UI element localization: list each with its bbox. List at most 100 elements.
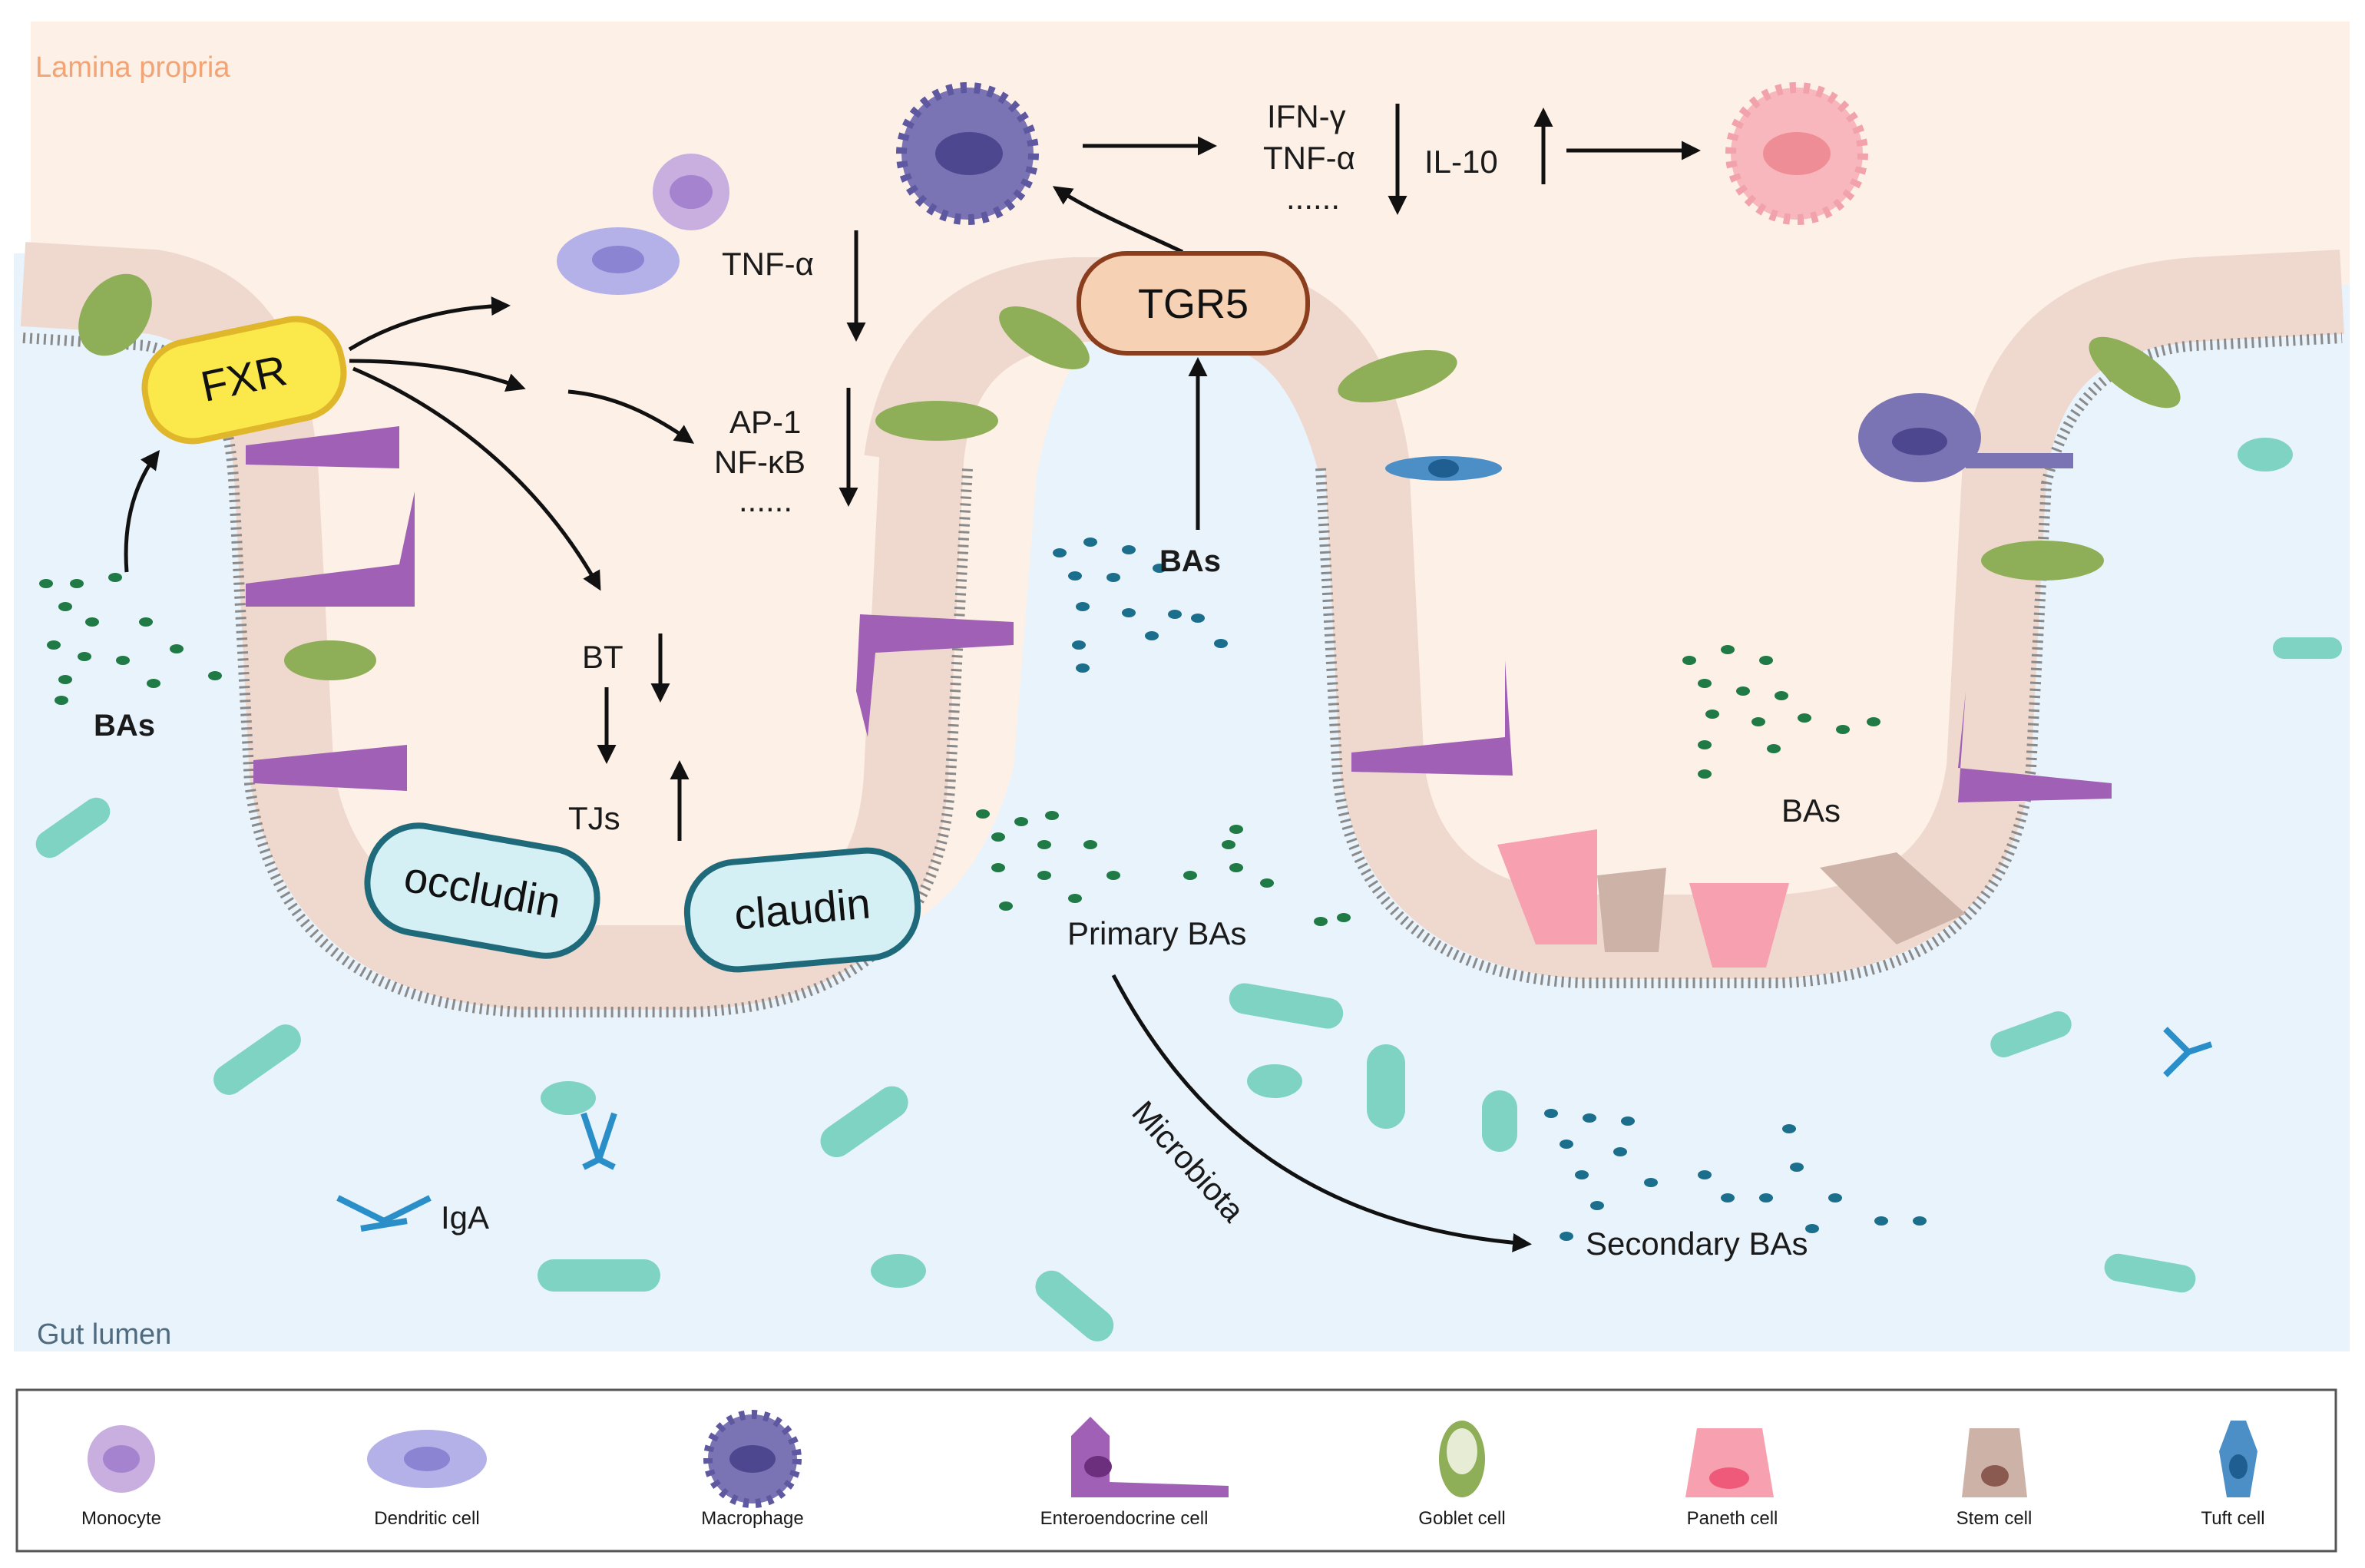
enteroendocrine-cell (246, 491, 415, 607)
pathway-arrows (124, 104, 1701, 1252)
legend-label: Monocyte (81, 1508, 161, 1529)
brush-border-left (22, 332, 973, 1017)
bacterium (213, 1024, 301, 1095)
label-dots-left: ...... (739, 482, 792, 518)
enteroendocrine-cells (246, 426, 2112, 802)
goblet-cell-legend-icon (1439, 1421, 1485, 1497)
enteroendocrine-cell-legend-icon (1071, 1417, 1229, 1497)
bacterium (2273, 637, 2342, 659)
macrophage-legend-icon (703, 1410, 802, 1508)
bacterium (871, 1254, 926, 1288)
label-tnf-alpha-right: TNF-α (1263, 140, 1355, 176)
iga-antibody-icon (336, 1195, 432, 1232)
claudin-label: claudin (733, 878, 872, 938)
iga-antibody-icon (2163, 1027, 2213, 1077)
paneth-cell-legend-icon (1685, 1428, 1774, 1497)
enteroendocrine-cell (246, 426, 399, 468)
stem-cell (1597, 868, 1666, 952)
stem-cell-legend-icon (1962, 1428, 2027, 1497)
bile-acid-dots-right (1682, 645, 1880, 779)
tgr5-receptor: TGR5 (1077, 251, 1310, 356)
arrow-fxr-to-signal (349, 359, 526, 392)
goblet-cell (284, 640, 376, 680)
iga-antibodies (336, 1027, 2213, 1232)
legend-label: Goblet cell (1418, 1508, 1505, 1529)
macrophage-lumen (1858, 393, 2073, 482)
bacterium (820, 1086, 908, 1158)
paneth-cell (1689, 883, 1789, 968)
epithelium-villus-top (864, 257, 1401, 472)
goblet-cell (78, 273, 152, 356)
legend-label: Macrophage (701, 1508, 803, 1529)
iga-antibody-icon (580, 1112, 617, 1170)
bacterium (2238, 438, 2293, 471)
enteroendocrine-cell (1958, 691, 2112, 802)
bacterium (1247, 1064, 1302, 1098)
label-nfkb: NF-κB (714, 444, 805, 480)
label-tjs: TJs (568, 800, 620, 836)
tuft-cell (1385, 456, 1502, 481)
enteroendocrine-cell (253, 745, 407, 791)
label-dots-right: ...... (1286, 180, 1340, 216)
arrow-fxr-to-dendritic (348, 296, 511, 352)
goblet-cell (999, 306, 1090, 369)
goblet-cell (1981, 541, 2104, 581)
goblet-cell (875, 401, 998, 441)
monocyte (653, 154, 729, 230)
label-bas-right: BAs (1781, 792, 1841, 829)
goblet-cell (1338, 349, 1457, 403)
legend-label: Paneth cell (1687, 1508, 1778, 1529)
bile-acid-dots-left (39, 573, 222, 705)
paneth-cells (1497, 829, 1789, 968)
bile-acid-dots-center (1053, 538, 1228, 673)
arrow-tgr5-to-macrophage (1052, 186, 1184, 254)
region-lamina-propria: Lamina propria (35, 51, 230, 84)
bacterium (35, 797, 111, 858)
arrow-bas-to-fxr (124, 449, 160, 573)
bacterium (1229, 983, 1344, 1029)
label-primary-bas: Primary BAs (1067, 915, 1246, 951)
legend-icons (88, 1410, 2258, 1508)
label-iga: IgA (441, 1199, 489, 1236)
legend-label: Stem cell (1957, 1508, 2033, 1529)
bacterium (1990, 1011, 2072, 1057)
enteroendocrine-cell (856, 614, 1014, 737)
tuft-cell-legend-icon (2219, 1421, 2258, 1497)
dendritic-cell-legend-icon (367, 1430, 487, 1488)
secondary-bile-acid-dots (1544, 1109, 1927, 1241)
arrow-microbiota-conversion (1111, 974, 1532, 1252)
legend-labels: Monocyte Dendritic cell Macrophage Enter… (81, 1508, 2265, 1529)
fxr-receptor: FXR (141, 316, 347, 445)
bacterium (1035, 1270, 1114, 1341)
enteroendocrine-cell (1351, 660, 1513, 776)
occludin-protein: occludin (364, 822, 600, 959)
label-bas-center: BAs (1159, 544, 1221, 578)
legend-label: Enteroendocrine cell (1040, 1508, 1209, 1529)
label-ap1: AP-1 (729, 404, 801, 440)
macrophage-activated (896, 82, 1039, 225)
claudin-protein: claudin (683, 847, 921, 973)
label-bas-left: BAs (94, 709, 155, 743)
label-secondary-bas: Secondary BAs (1586, 1226, 1808, 1262)
macrophage-regulatory (1725, 82, 1868, 225)
brush-border-right (1315, 332, 2343, 988)
label-ifn-gamma: IFN-γ (1267, 98, 1346, 134)
goblet-cell (2089, 336, 2181, 409)
region-gut-lumen: Gut lumen (37, 1318, 171, 1351)
dendritic-cell (557, 227, 680, 295)
label-bt: BT (582, 639, 624, 675)
label-tnf-alpha-left: TNF-α (722, 246, 814, 282)
monocyte-legend-icon (88, 1425, 155, 1493)
bacterium (2104, 1253, 2196, 1293)
label-il10: IL-10 (1424, 144, 1498, 180)
legend-label: Tuft cell (2201, 1508, 2264, 1529)
bacterium (538, 1259, 660, 1292)
goblet-cells (78, 273, 2181, 680)
stem-cells (1597, 852, 1966, 952)
bacterium (1367, 1044, 1405, 1129)
stem-cell (1820, 852, 1966, 944)
arrow-fxr-to-bt (352, 366, 601, 591)
tgr5-label: TGR5 (1138, 281, 1249, 327)
bacteria (35, 438, 2342, 1341)
